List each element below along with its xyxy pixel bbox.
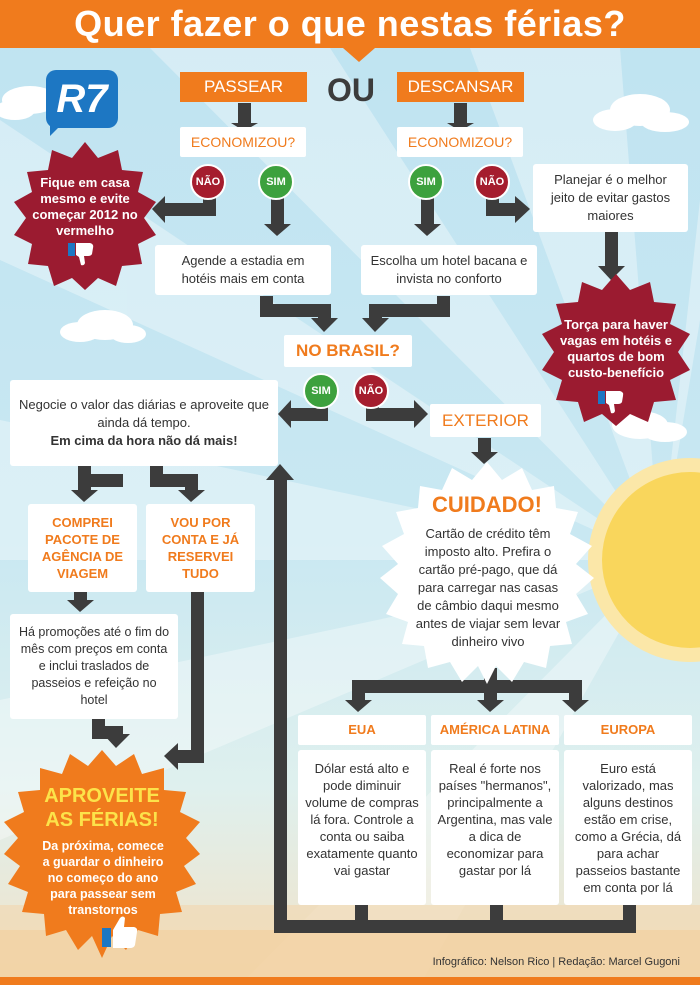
question-saved-right: ECONOMIZOU? bbox=[397, 127, 523, 157]
answer-yes-right: SIM bbox=[408, 164, 444, 200]
box-nice-hotel: Escolha um hotel bacana e invista no con… bbox=[361, 245, 537, 295]
destination-title-eua: EUA bbox=[298, 715, 426, 745]
caution-title: CUIDADO! bbox=[432, 492, 542, 517]
negotiate-text: Negocie o valor das diárias e aproveite … bbox=[18, 397, 270, 430]
thumbs-up-icon bbox=[100, 914, 140, 950]
box-promos: Há promoções até o fim do mês com preços… bbox=[10, 614, 178, 719]
choice-passear: PASSEAR bbox=[180, 72, 307, 102]
logo-tail bbox=[50, 122, 64, 136]
enjoy-title: APROVEITE AS FÉRIAS! bbox=[44, 785, 160, 831]
destination-text-europe: Euro está valorizado, mas alguns destino… bbox=[564, 750, 692, 905]
thumbs-down-icon bbox=[68, 241, 96, 267]
page-title: Quer fazer o que nestas férias? bbox=[74, 3, 626, 44]
thumbs-down-icon bbox=[598, 389, 626, 415]
choice-or: OU bbox=[327, 72, 375, 108]
box-negotiate: Negocie o valor das diárias e aproveite … bbox=[10, 380, 278, 466]
box-plan: Planejar é o melhor jeito de evitar gast… bbox=[533, 164, 688, 232]
destination-text-eua: Dólar está alto e pode diminuir volume d… bbox=[298, 750, 426, 905]
box-package: COMPREI PACOTE DE AGÊNCIA DE VIAGEM bbox=[28, 504, 137, 592]
r7-logo: R7 bbox=[46, 70, 118, 128]
negotiate-bold-text: Em cima da hora não dá mais! bbox=[50, 433, 238, 448]
box-own-trip: VOU POR CONTA E JÁ RESERVEI TUDO bbox=[146, 504, 255, 592]
warning-badge-left bbox=[14, 142, 156, 290]
warning-badge-right bbox=[542, 274, 690, 426]
sun-icon bbox=[588, 458, 700, 662]
answer-yes-left: SIM bbox=[258, 164, 294, 200]
choice-descansar: DESCANSAR bbox=[397, 72, 524, 102]
header-bar bbox=[0, 0, 700, 48]
cloud-icon bbox=[0, 86, 689, 442]
answer-yes-brazil: SIM bbox=[303, 373, 339, 409]
warning-text-right: Torça para haver vagas em hotéis e quart… bbox=[560, 317, 672, 380]
box-exterior: EXTERIOR bbox=[430, 404, 541, 437]
credits: Infográfico: Nelson Rico | Redação: Marc… bbox=[432, 956, 680, 968]
footer-bar bbox=[0, 977, 700, 985]
box-cheap-hotels: Agende a estadia em hotéis mais em conta bbox=[155, 245, 331, 295]
destination-text-latin-america: Real é forte nos países "hermanos", prin… bbox=[431, 750, 559, 905]
destination-title-europe: EUROPA bbox=[564, 715, 692, 745]
answer-no-left: NÃO bbox=[190, 164, 226, 200]
enjoy-badge bbox=[4, 750, 200, 958]
destination-title-latin-america: AMÉRICA LATINA bbox=[431, 715, 559, 745]
enjoy-text: Da próxima, comece a guardar o dinheiro … bbox=[42, 839, 164, 917]
warning-text-left: Fique em casa mesmo e evite começar 2012… bbox=[32, 175, 138, 238]
answer-no-right: NÃO bbox=[474, 164, 510, 200]
question-saved-left: ECONOMIZOU? bbox=[180, 127, 306, 157]
answer-no-brazil: NÃO bbox=[353, 373, 389, 409]
caution-text: Cartão de crédito têm imposto alto. Pref… bbox=[415, 526, 561, 649]
header-notch bbox=[343, 48, 375, 62]
caution-badge bbox=[380, 462, 594, 684]
question-brazil: NO BRASIL? bbox=[284, 335, 412, 367]
